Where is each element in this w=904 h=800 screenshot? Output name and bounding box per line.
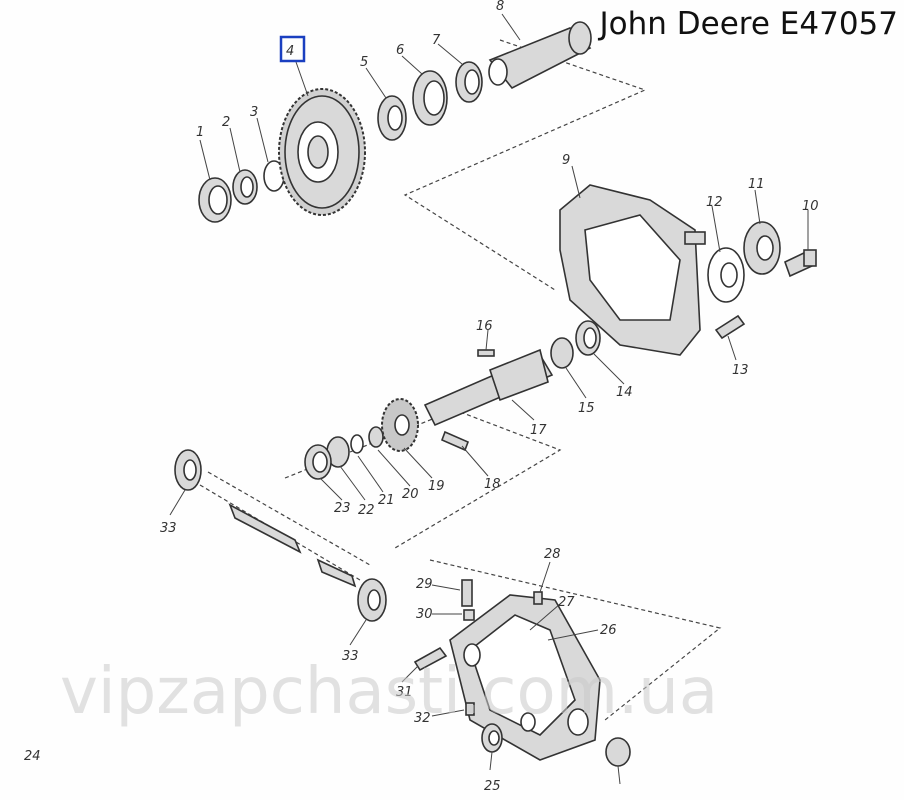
part-2-bearing bbox=[232, 169, 258, 205]
part-12-gasket bbox=[707, 247, 745, 303]
assembly-outline-middle bbox=[284, 409, 562, 549]
part-26-case bbox=[449, 594, 601, 761]
part-11-plate bbox=[743, 221, 781, 275]
part-number-label: 32 bbox=[414, 711, 431, 726]
part-number-labels: 1234567891011121314151617181920212223242… bbox=[24, 0, 819, 794]
part-number-label: 8 bbox=[496, 0, 504, 14]
part-29-bolt bbox=[461, 579, 473, 607]
part-10-bolt bbox=[784, 249, 817, 278]
part-8-shaft bbox=[488, 21, 592, 90]
leader-lines bbox=[169, 13, 809, 785]
part-24-plug bbox=[605, 737, 631, 767]
part-number-label: 25 bbox=[484, 779, 501, 794]
part-18-key bbox=[440, 430, 470, 452]
part-number-label: 33 bbox=[160, 521, 177, 536]
part-number-label: 28 bbox=[544, 547, 561, 562]
part-number-label: 20 bbox=[402, 487, 419, 502]
part-25-seal bbox=[481, 723, 503, 753]
part-5-bearing bbox=[377, 95, 407, 141]
part-number-label: 18 bbox=[484, 477, 501, 492]
part-number-label: 3 bbox=[250, 105, 258, 120]
part-30-nut bbox=[463, 609, 475, 621]
part-17-shaft bbox=[423, 348, 554, 427]
part-number-label: 23 bbox=[334, 501, 351, 516]
part-number-label: 15 bbox=[578, 401, 595, 416]
part-number-label: 6 bbox=[396, 43, 404, 58]
part-1-seal bbox=[198, 177, 232, 223]
part-16-key bbox=[477, 349, 495, 357]
part-number-label: 26 bbox=[600, 623, 617, 638]
part-number-label: 33 bbox=[342, 649, 359, 664]
part-number-label: 31 bbox=[396, 685, 413, 700]
highlight-box-part-4 bbox=[279, 35, 306, 63]
part-number-label: 12 bbox=[706, 195, 723, 210]
part-7-seal bbox=[455, 61, 483, 103]
part-number-label: 16 bbox=[476, 319, 493, 334]
part-number-label: 7 bbox=[432, 33, 441, 48]
part-32-pin bbox=[465, 702, 475, 716]
part-number-label: 2 bbox=[222, 115, 230, 130]
part-21-ring bbox=[350, 434, 364, 454]
part-number-label: 21 bbox=[378, 493, 395, 508]
part-13-bolt bbox=[714, 314, 746, 340]
part-number-label: 9 bbox=[562, 153, 570, 168]
part-number-label: 5 bbox=[360, 55, 368, 70]
assembly-outline-upper bbox=[403, 39, 647, 291]
part-number-label: 11 bbox=[748, 177, 765, 192]
part-20-washer bbox=[368, 426, 384, 448]
page-title: John Deere E47057 bbox=[599, 6, 898, 42]
part-23-cup bbox=[304, 444, 332, 480]
part-number-label: 19 bbox=[428, 479, 445, 494]
part-15-bearing bbox=[550, 337, 574, 369]
part-31-bolt bbox=[413, 646, 448, 672]
part-number-label: 27 bbox=[558, 595, 575, 610]
part-number-label: 29 bbox=[416, 577, 433, 592]
assembly-outline-lower bbox=[429, 559, 722, 721]
part-number-label: 30 bbox=[416, 607, 433, 622]
part-number-label: 10 bbox=[802, 199, 819, 214]
part-6-cup bbox=[412, 70, 448, 126]
part-4-gear bbox=[278, 88, 366, 216]
part-14-seal bbox=[575, 320, 601, 356]
part-number-label: 14 bbox=[616, 385, 633, 400]
part-19-gear bbox=[381, 398, 419, 452]
part-33-bearing-lower bbox=[357, 578, 387, 622]
part-number-label: 17 bbox=[530, 423, 547, 438]
part-number-label: 13 bbox=[732, 363, 749, 378]
part-28-pin bbox=[533, 591, 543, 605]
part-number-label: 1 bbox=[196, 125, 204, 140]
part-9-housing bbox=[559, 184, 706, 356]
axle-shaft bbox=[199, 471, 371, 588]
part-number-label: 24 bbox=[24, 749, 41, 764]
part-number-label: 22 bbox=[358, 503, 375, 518]
part-33-bearing-upper bbox=[174, 449, 202, 491]
part-number-label: 4 bbox=[286, 44, 294, 59]
